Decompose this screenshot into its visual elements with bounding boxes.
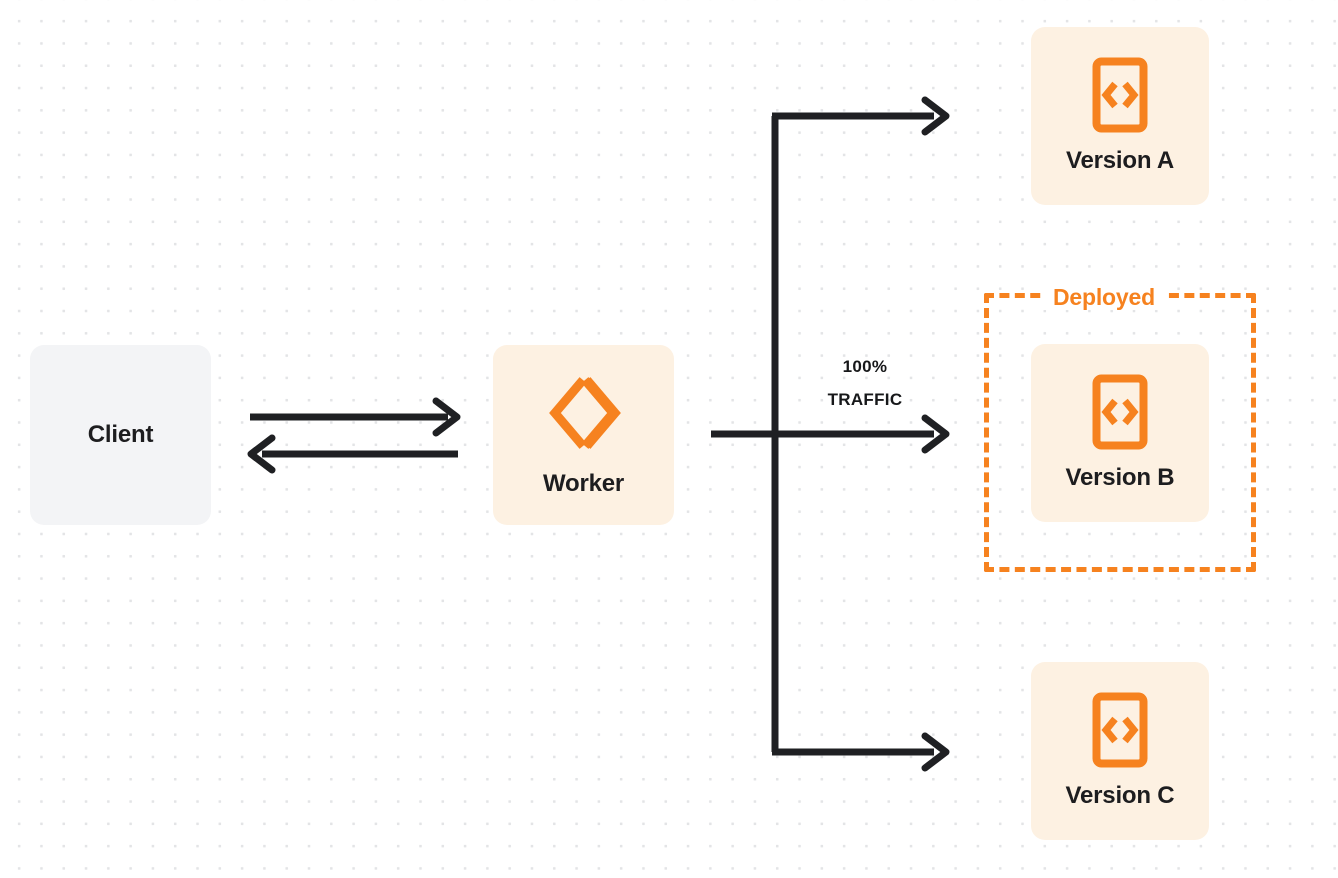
traffic-percent: 100% bbox=[842, 357, 888, 376]
node-version-c-label: Version C bbox=[1065, 782, 1175, 809]
connector-trunk bbox=[711, 116, 934, 752]
code-document-icon bbox=[1092, 57, 1148, 133]
node-worker[interactable]: Worker bbox=[493, 345, 674, 525]
node-client[interactable]: Client bbox=[30, 345, 211, 525]
code-document-icon bbox=[1092, 692, 1148, 768]
traffic-unit: TRAFFIC bbox=[827, 390, 903, 409]
connector-to-version-b bbox=[921, 414, 950, 454]
connector-client-to-worker bbox=[250, 397, 461, 437]
code-document-icon bbox=[1092, 374, 1148, 450]
connector-worker-to-client bbox=[247, 434, 458, 474]
node-client-label: Client bbox=[87, 421, 154, 448]
connector-to-version-c bbox=[772, 732, 950, 772]
node-version-b-label: Version B bbox=[1065, 464, 1175, 491]
connector-to-version-a bbox=[772, 96, 950, 136]
node-version-a-label: Version A bbox=[1065, 147, 1175, 174]
node-version-a[interactable]: Version A bbox=[1031, 27, 1209, 205]
node-version-b[interactable]: Version B bbox=[1031, 344, 1209, 522]
cloudflare-workers-logo-icon bbox=[545, 372, 623, 454]
node-version-c[interactable]: Version C bbox=[1031, 662, 1209, 840]
traffic-annotation: 100% TRAFFIC bbox=[790, 350, 940, 416]
deployed-group-label: Deployed bbox=[1041, 284, 1167, 310]
node-worker-label: Worker bbox=[542, 470, 625, 497]
